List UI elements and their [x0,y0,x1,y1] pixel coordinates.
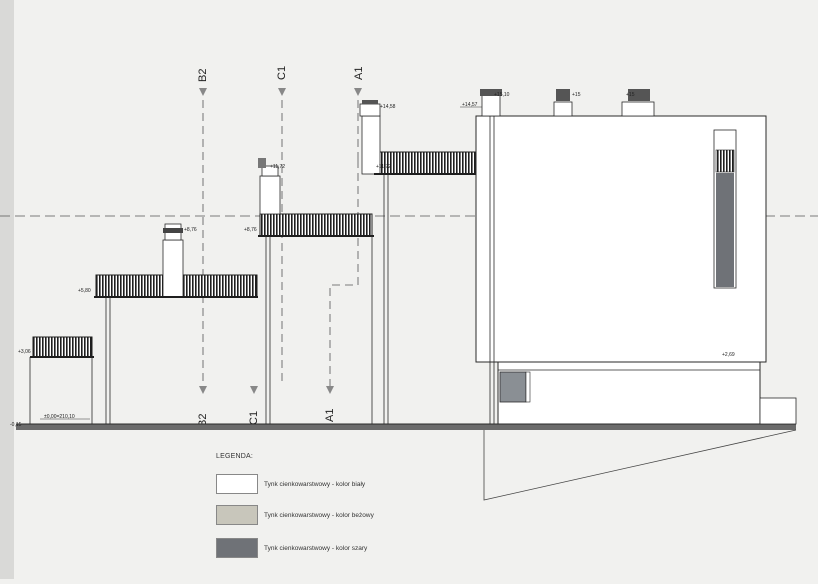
section-line-a1: A1 A1 [324,67,365,422]
level-markers: -0,15 ±0,00=210,10 +3,06 +5,80 +8,76 +8,… [10,92,735,428]
level-label-l6: +11,72 [376,164,391,170]
legend-label-beige: Tynk cienkowarstwowy - kolor beżowy [264,511,374,519]
level-label-l7: +14,58 [380,104,396,110]
legend-swatch-white [216,474,258,494]
terrain-section [483,429,797,501]
level-label-l4: +8,76 [244,227,257,233]
legend-swatch-beige [216,505,258,525]
level-label-l8: +14,57 [462,102,478,108]
legend-label-white: Tynk cienkowarstwowy - kolor biały [264,480,366,488]
main-building [475,89,797,425]
legend-item-white: Tynk cienkowarstwowy - kolor biały [216,474,365,494]
level-label-l9: +15,10 [494,92,510,98]
legend-item-grey: Tynk cienkowarstwowy - kolor szary [216,538,367,558]
level-label-l3: +8,76 [184,227,197,233]
section-label-b2-top: B2 [197,69,209,82]
level-label-minus: -0,15 [10,422,22,428]
terrace-level-1 [29,336,94,424]
section-label-a1-bottom: A1 [324,409,336,422]
terrace-level-4 [359,100,478,424]
terrace-level-2 [94,223,258,424]
section-label-a1-top: A1 [353,67,365,80]
ground-strip [16,424,796,430]
legend-title: LEGENDA: [216,453,253,460]
legend-label-grey: Tynk cienkowarstwowy - kolor szary [264,544,368,552]
section-line-c1: C1 C1 [248,66,288,425]
legend-item-beige: Tynk cienkowarstwowy - kolor beżowy [216,505,374,525]
level-label-ground: ±0,00=210,10 [44,414,75,420]
section-line-b2: B2 B2 [197,69,209,427]
level-label-l1: +3,06 [18,349,31,355]
legend-swatch-grey [216,538,258,558]
level-label-l12: +2,69 [722,352,735,358]
level-label-l2: +5,80 [78,288,91,294]
section-label-c1-bottom: C1 [248,411,260,425]
scan-edge-shadow [0,0,14,579]
level-label-l5: +11,72 [270,164,285,170]
level-label-l11: +15 [626,92,635,98]
section-label-c1-top: C1 [276,66,288,80]
terrace-level-3 [258,158,374,424]
level-label-l10: +15 [572,92,581,98]
